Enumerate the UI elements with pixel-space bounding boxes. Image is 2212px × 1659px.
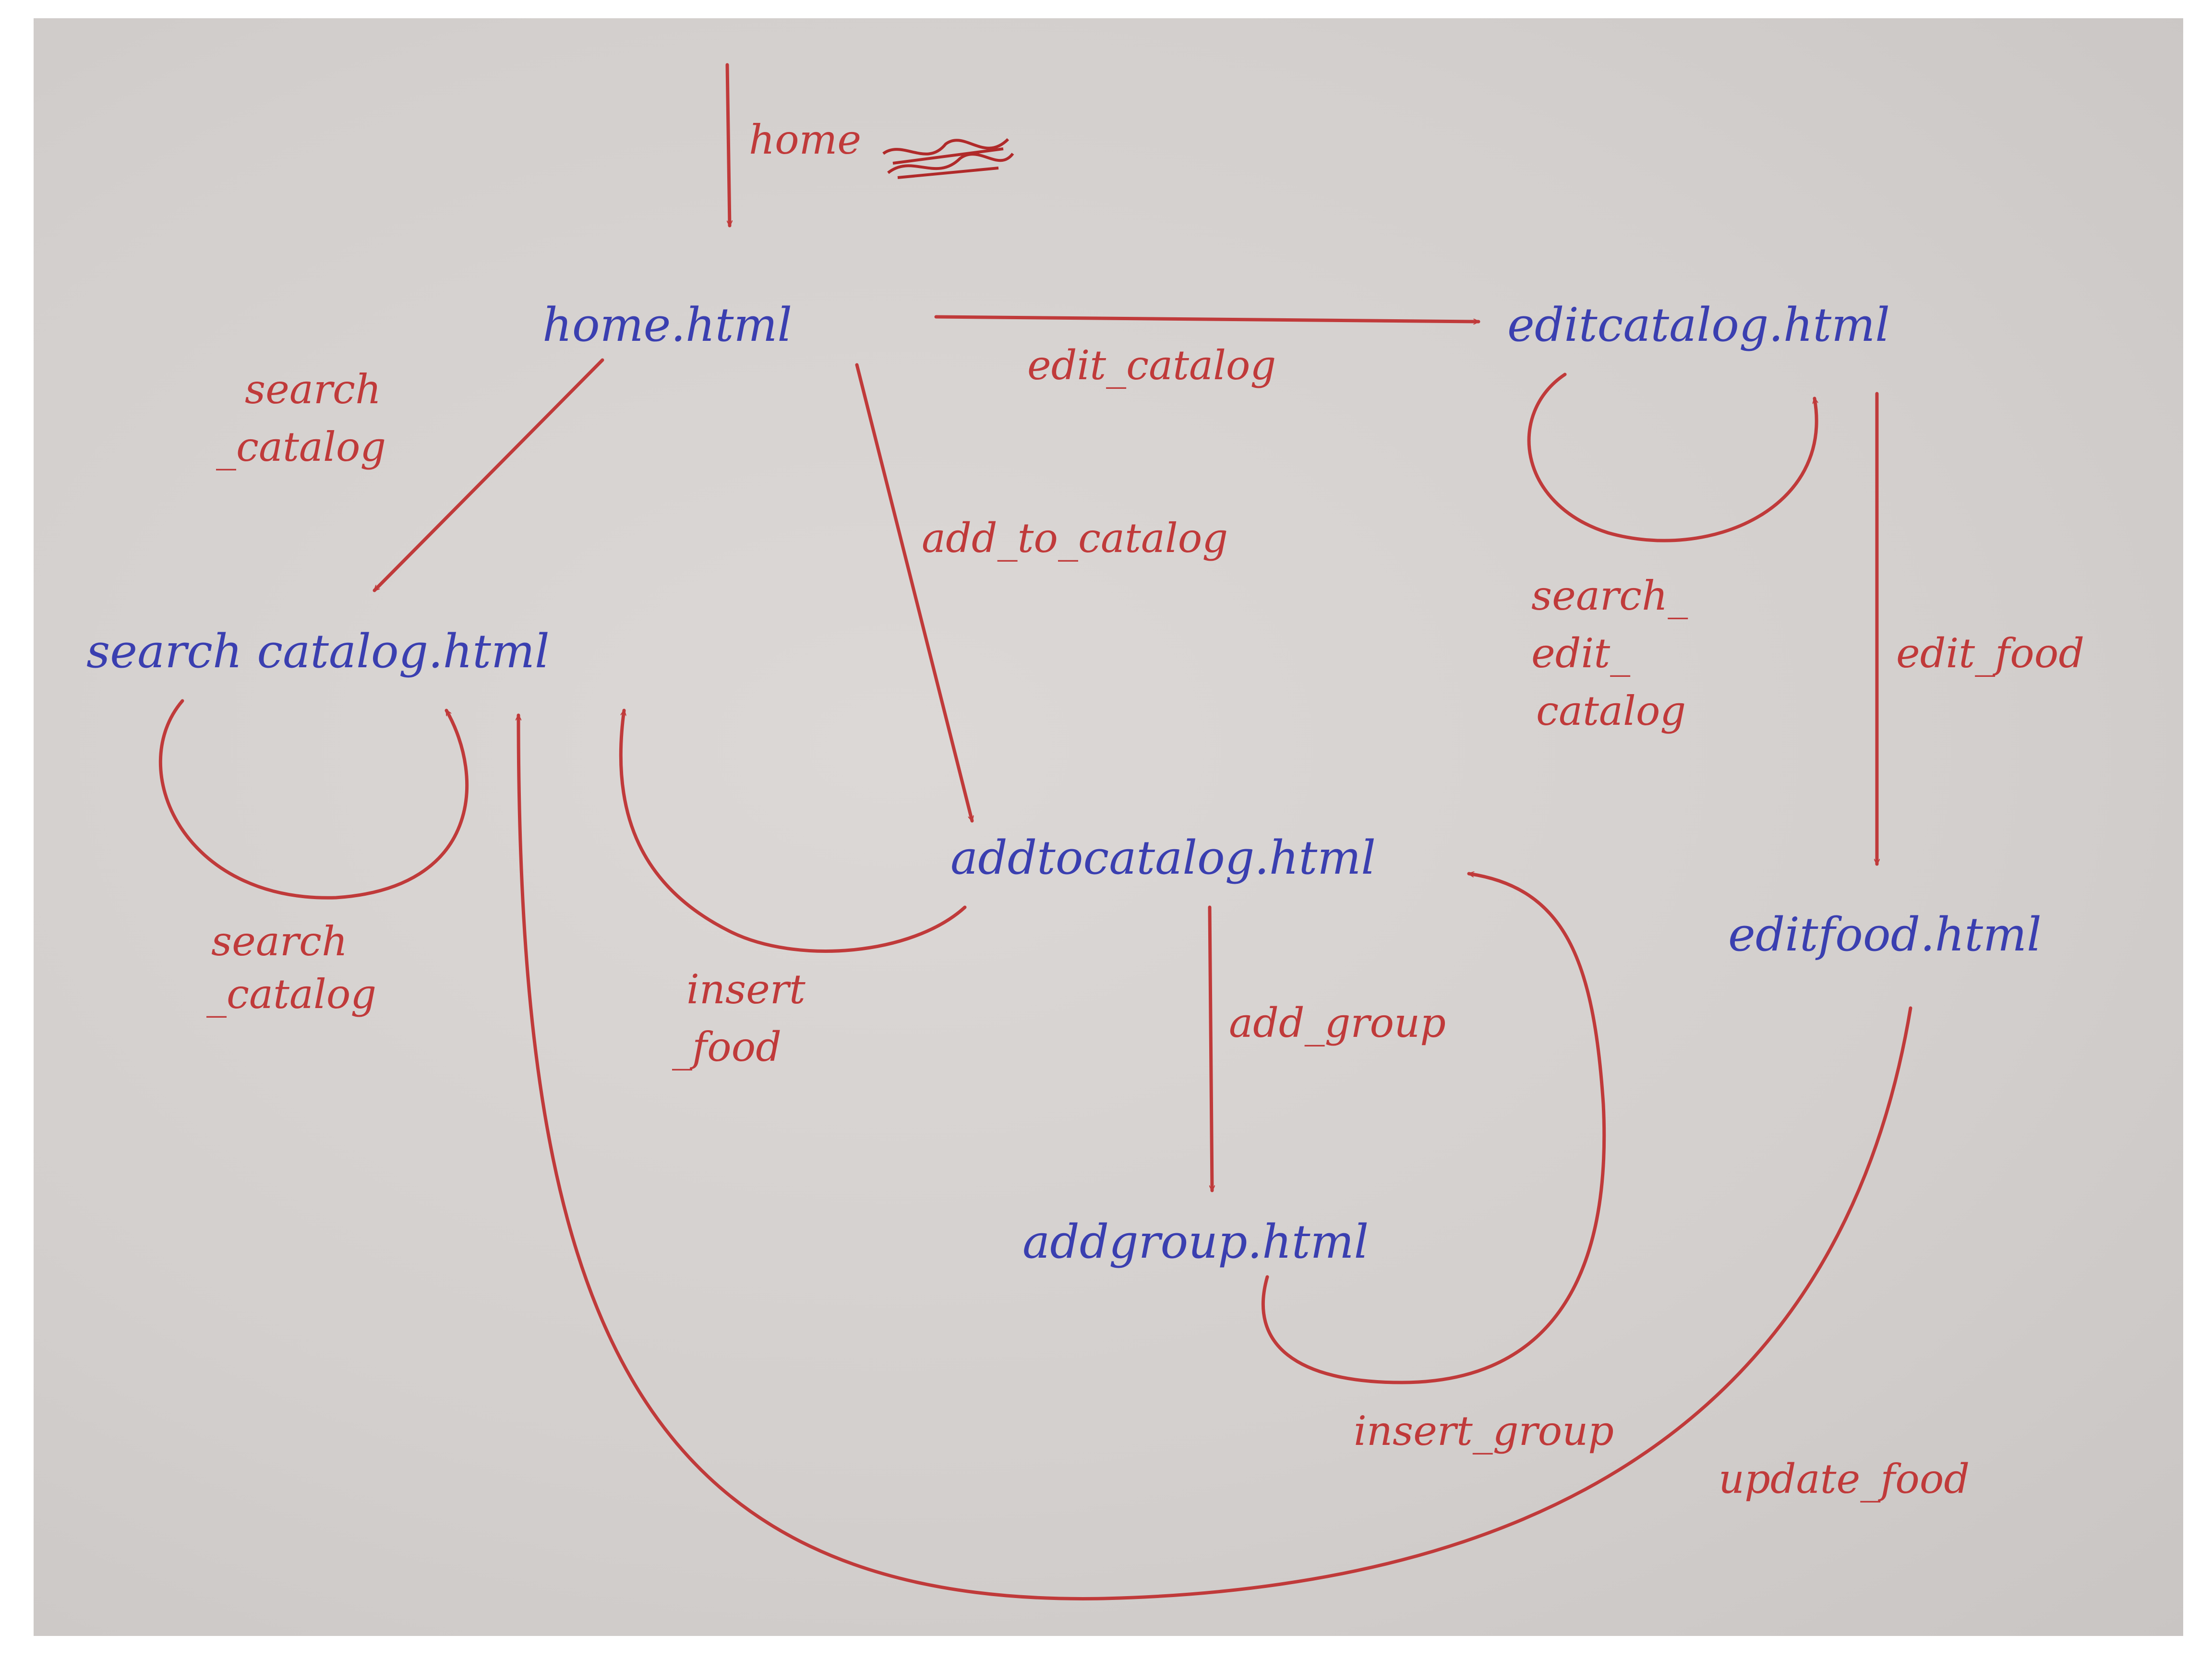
insert-group-label: insert_group <box>1354 1407 1614 1455</box>
edit-catalog-edge <box>934 315 1480 322</box>
search-edit-catalog-label-3: catalog <box>1536 687 1686 734</box>
svg-text:editcatalog.html: editcatalog.html <box>1507 298 1890 352</box>
search-catalog-label-2: _catalog <box>216 423 386 470</box>
search-catalog-loop <box>158 699 469 900</box>
search-loop-label-1: search <box>211 918 348 965</box>
search-loop-label-2: _catalog <box>206 971 376 1018</box>
insert-food-label-2: _food <box>672 1023 781 1070</box>
search-edit-catalog-loop <box>1527 373 1816 542</box>
entry-edge <box>725 63 730 228</box>
svg-text:addtocatalog.html: addtocatalog.html <box>950 831 1376 885</box>
svg-text:addgroup.html: addgroup.html <box>1022 1215 1369 1269</box>
search-catalog-label-1: search <box>245 366 381 413</box>
entry-label: home <box>749 116 861 163</box>
update-food-label: update_food <box>1719 1455 1970 1503</box>
paper-background <box>34 18 2183 1636</box>
add-to-catalog-edge <box>855 363 972 823</box>
add-group-label: add_group <box>1229 999 1446 1046</box>
svg-text:editfood.html: editfood.html <box>1728 908 2042 962</box>
node-home: home.html <box>542 298 792 352</box>
node-editcatalog: editcatalog.html <box>1507 298 1890 352</box>
scribble-mark <box>882 138 1014 179</box>
insert-group-edge <box>1261 874 1606 1384</box>
edit-food-label: edit_food <box>1896 630 2084 677</box>
node-addtocatalog: addtocatalog.html <box>950 831 1376 885</box>
search-edit-catalog-label-1: search_ <box>1531 572 1688 619</box>
svg-text:search catalog.html: search catalog.html <box>86 625 550 678</box>
node-editfood: editfood.html <box>1728 908 2042 962</box>
insert-food-label-1: insert <box>686 966 805 1013</box>
update-food-edge <box>518 713 1912 1600</box>
edit-catalog-label: edit_catalog <box>1027 342 1276 389</box>
add-to-catalog-label: add_to_catalog <box>922 515 1228 562</box>
node-addgroup: addgroup.html <box>1022 1215 1369 1269</box>
search-catalog-edge <box>373 358 604 592</box>
node-search-catalog: search catalog.html <box>86 625 550 678</box>
insert-food-edge <box>619 709 967 953</box>
svg-text:home.html: home.html <box>542 298 792 352</box>
add-group-edge <box>1208 905 1212 1192</box>
search-edit-catalog-label-2: edit_ <box>1531 630 1630 677</box>
